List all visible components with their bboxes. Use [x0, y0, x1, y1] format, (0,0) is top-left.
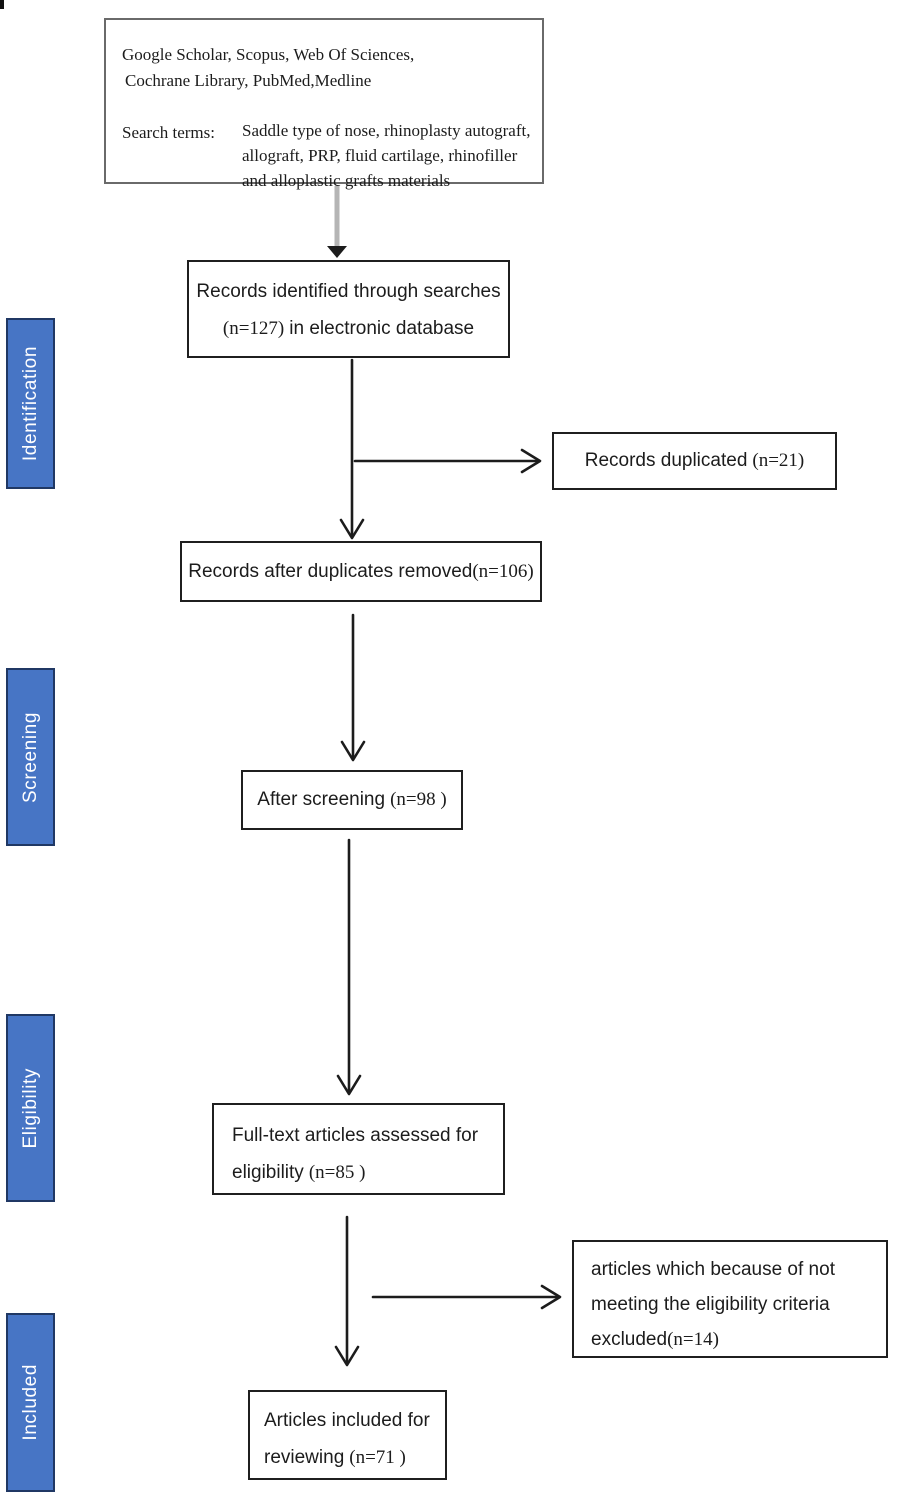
stage-label-screening: Screening — [6, 668, 55, 846]
records-identified-count: (n=127) — [222, 318, 285, 339]
included-count: (n=71 ) — [349, 1447, 406, 1468]
excluded-line3-text: excluded — [591, 1329, 668, 1350]
records-identified-text: Records identified through searches — [196, 281, 501, 302]
gray-connector-arrowhead-icon — [327, 246, 347, 258]
records-identified-line2: (n=127)in electronic database — [223, 310, 474, 347]
records-after-duplicates-box: Records after duplicates removed(n=106) — [180, 541, 542, 602]
arrow-to-excluded — [371, 1284, 562, 1310]
fulltext-line2: eligibility(n=85 ) — [232, 1154, 495, 1191]
records-duplicated-text: Records duplicated — [584, 450, 748, 471]
arrow-screening-to-fulltext — [336, 838, 362, 1096]
stage-label-text: Included — [19, 1364, 41, 1441]
records-after-duplicates-line: Records after duplicates removed(n=106) — [188, 561, 533, 583]
records-after-duplicates-count: (n=106) — [472, 560, 534, 582]
records-identified-box: Records identified through searches (n=1… — [187, 260, 510, 358]
included-line1: Articles included for — [264, 1410, 430, 1431]
after-screening-count: (n=98 ) — [390, 789, 447, 810]
records-identified-text2: in electronic database — [289, 318, 475, 339]
records-duplicated-count: (n=21) — [752, 450, 805, 471]
fulltext-line1: Full-text articles assessed for — [232, 1125, 479, 1146]
excluded-line2: meeting the eligibility criteria — [591, 1294, 830, 1315]
search-terms-value: Saddle type of nose, rhinoplasty autogra… — [242, 121, 531, 190]
search-terms-label: Search terms: — [122, 123, 215, 142]
articles-included-box: Articles included for reviewing(n=71 ) — [248, 1390, 447, 1480]
search-terms-row: Search terms: Saddle type of nose, rhino… — [122, 118, 532, 193]
scan-artifact — [0, 0, 4, 9]
after-screening-line: After screening(n=98 ) — [257, 789, 446, 811]
records-after-duplicates-text: Records after duplicates removed — [188, 560, 473, 582]
stage-label-eligibility: Eligibility — [6, 1014, 55, 1202]
records-duplicated-box: Records duplicated(n=21) — [552, 432, 837, 490]
database-list-line2: Cochrane Library, PubMed,Medline — [125, 71, 372, 90]
excluded-line1: articles which because of not — [591, 1259, 835, 1280]
fulltext-assessed-box: Full-text articles assessed for eligibil… — [212, 1103, 505, 1195]
arrow-fulltext-to-included — [334, 1215, 360, 1367]
stage-label-text: Eligibility — [19, 1067, 41, 1149]
search-sources-box: Google Scholar, Scopus, Web Of Sciences,… — [104, 18, 544, 190]
excluded-count: (n=14) — [667, 1329, 719, 1350]
stage-label-text: Screening — [19, 711, 41, 803]
fulltext-line2-text: eligibility — [232, 1162, 304, 1183]
records-duplicated-line: Records duplicated(n=21) — [585, 450, 805, 472]
stage-label-text: Identification — [19, 345, 41, 462]
stage-label-included: Included — [6, 1313, 55, 1492]
included-line2-text: reviewing — [264, 1447, 345, 1468]
records-identified-line1: Records identified through searches — [196, 273, 500, 310]
after-screening-text: After screening — [257, 789, 386, 810]
after-screening-box: After screening(n=98 ) — [241, 770, 463, 830]
fulltext-count: (n=85 ) — [308, 1162, 366, 1183]
stage-label-identification: Identification — [6, 318, 55, 489]
database-list-line1: Google Scholar, Scopus, Web Of Sciences, — [122, 45, 415, 64]
excluded-articles-box: articles which because of not meeting th… — [572, 1240, 888, 1358]
included-line2: reviewing(n=71 ) — [264, 1439, 439, 1476]
excluded-line3: excluded(n=14) — [591, 1322, 878, 1357]
arrow-afterdup-to-screening — [340, 613, 366, 762]
arrow-identified-to-afterdup — [339, 358, 365, 540]
arrow-to-duplicated — [353, 448, 542, 474]
